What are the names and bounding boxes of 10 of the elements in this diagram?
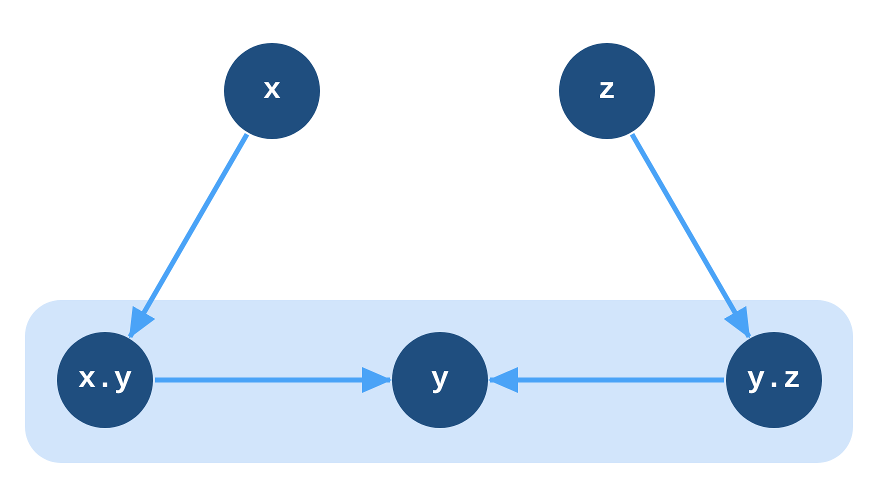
node-label: z [598, 76, 616, 106]
arrow [155, 367, 392, 393]
node-label: y [430, 365, 449, 395]
arrow [630, 133, 752, 338]
arrow [128, 133, 250, 338]
node-label: y.z [746, 365, 801, 395]
node-label: x [262, 76, 281, 106]
node-label: x.y [78, 365, 132, 395]
group-band [25, 300, 853, 463]
arrow [488, 367, 724, 393]
